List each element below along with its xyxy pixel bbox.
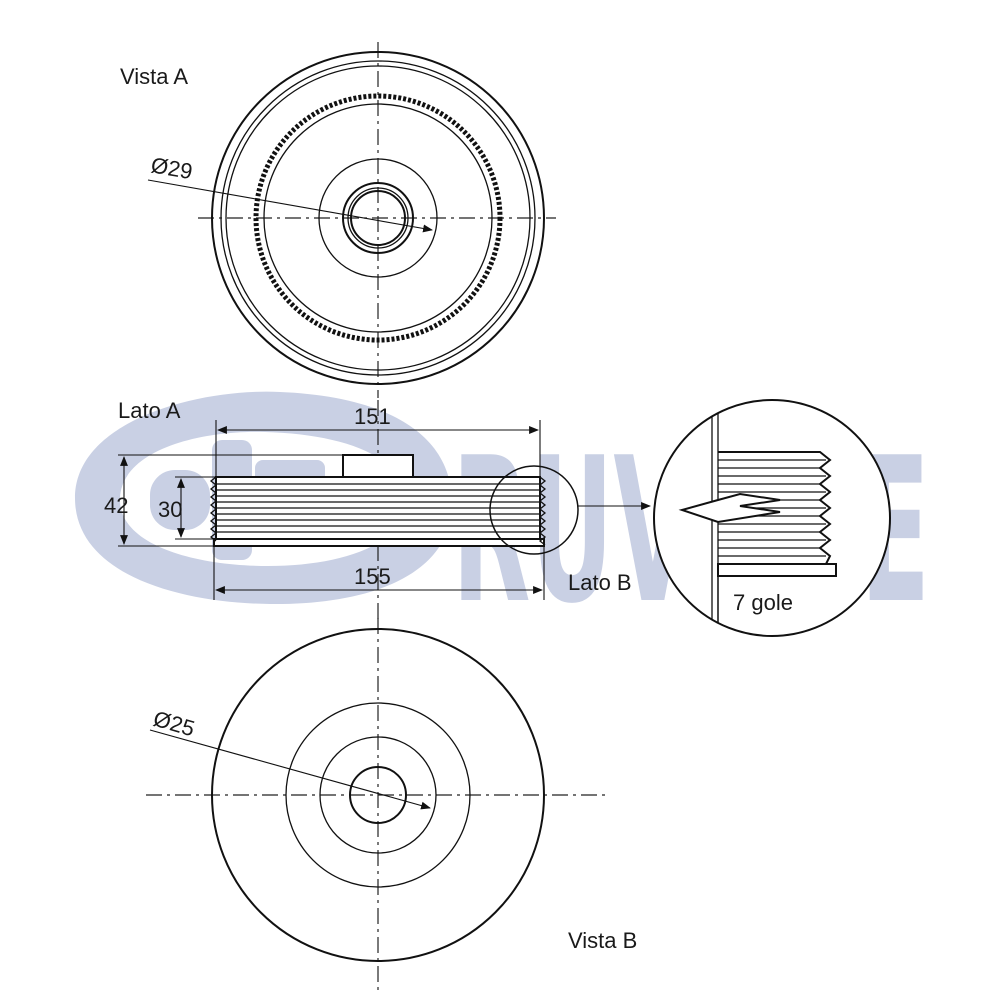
- vista-a-dia-leader: [147, 179, 433, 233]
- vista-a-hub: [318, 158, 438, 278]
- vista-a-diameter-label: Ø29: [149, 152, 194, 184]
- side-view: 151 155 42 30 Lato A Lato B: [104, 398, 651, 620]
- vista-b-dia-leader: [149, 729, 431, 810]
- vista-a-outer-rim: [211, 51, 545, 385]
- dim-42-label: 42: [104, 493, 128, 518]
- vista-a-view: Ø29 Vista A: [120, 42, 556, 398]
- vista-a-rim-inner: [220, 60, 536, 376]
- dim-155-label: 155: [354, 564, 391, 589]
- dim-30-label: 30: [158, 497, 182, 522]
- vista-a-bore: [350, 190, 406, 246]
- vista-a-bore-mid: [347, 187, 409, 249]
- groove-detail-view: 7 gole: [653, 399, 891, 637]
- vista-a-rim-inner-2: [225, 65, 531, 371]
- dim-151-label: 151: [354, 404, 391, 429]
- detail-base: [717, 563, 837, 577]
- grooves-label: 7 gole: [733, 590, 793, 615]
- vista-b-ring: [285, 702, 471, 888]
- side-groove-profile-right: [538, 476, 547, 546]
- vista-b-view: Ø25 Vista B: [146, 618, 637, 990]
- vista-a-title: Vista A: [120, 64, 188, 89]
- vista-b-outer-rim: [211, 628, 545, 962]
- side-hub-boss: [342, 454, 414, 478]
- vista-a-rubber-ring: [253, 93, 503, 343]
- side-base-flange: [213, 538, 545, 547]
- side-grooves: [216, 483, 540, 533]
- vista-b-diameter-label: Ø25: [151, 706, 198, 741]
- vista-b-hub: [319, 736, 437, 854]
- vista-b-bore: [349, 766, 407, 824]
- lato-a-label: Lato A: [118, 398, 181, 423]
- vista-a-ring-inner: [263, 103, 493, 333]
- vista-a-bore-outer: [342, 182, 414, 254]
- vista-b-title: Vista B: [568, 928, 637, 953]
- lato-b-label: Lato B: [568, 570, 632, 595]
- detail-groove-v: [678, 492, 781, 524]
- side-groove-profile-left: [209, 476, 218, 542]
- detail-groove-teeth: [718, 451, 832, 565]
- side-detail-callout: [489, 465, 579, 555]
